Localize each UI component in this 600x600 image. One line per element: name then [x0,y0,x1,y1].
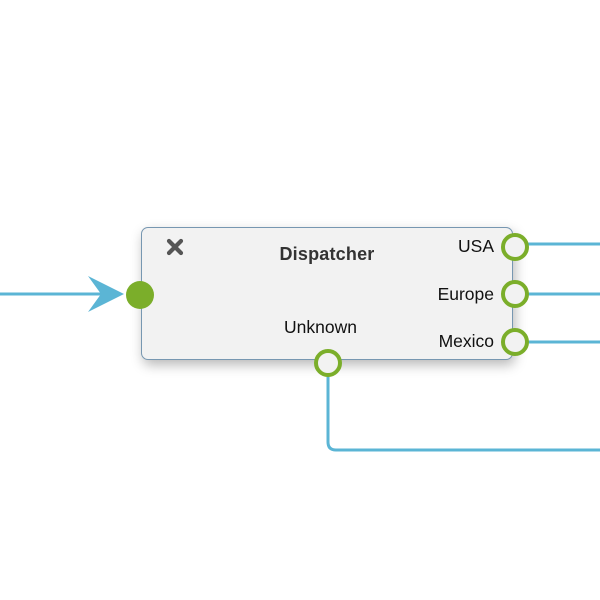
output-label-europe: Europe [437,284,494,304]
output-terminal-europe[interactable] [501,280,529,308]
close-icon[interactable] [165,237,185,257]
node-title: Dispatcher [279,244,375,264]
output-label-usa: USA [458,236,494,256]
incoming-wire-arrowhead [88,276,124,312]
output-label-mexico: Mexico [438,331,494,351]
dispatcher-node[interactable]: Dispatcher USA Europe Mexico Unknown [141,227,513,360]
wire-unknown[interactable] [326,376,600,452]
output-terminal-usa[interactable] [501,233,529,261]
input-terminal[interactable] [126,281,154,309]
output-terminal-mexico[interactable] [501,328,529,356]
output-label-unknown: Unknown [284,317,357,337]
output-terminal-unknown[interactable] [314,349,342,377]
